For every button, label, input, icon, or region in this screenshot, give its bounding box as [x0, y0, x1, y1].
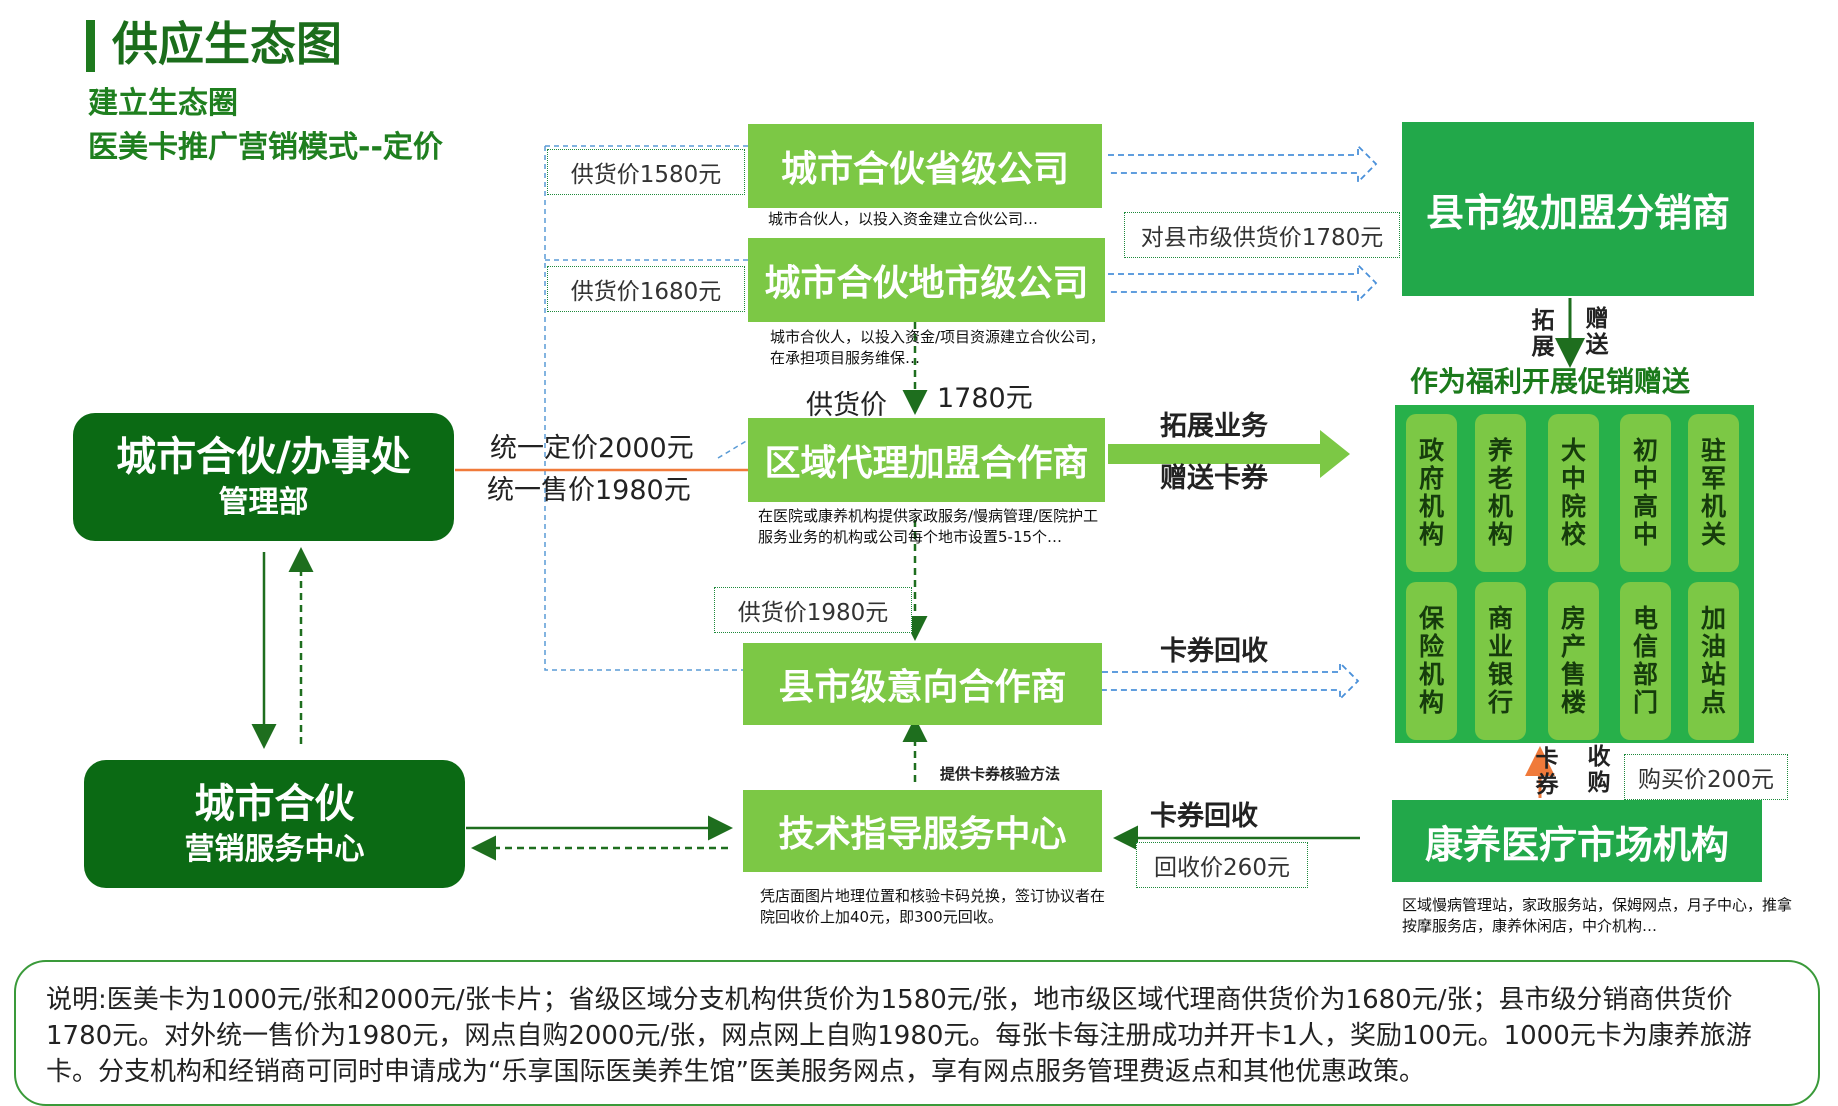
marketing-center-subtitle: 营销服务中心 — [184, 832, 365, 867]
provincial-company-note: 城市合伙人，以投入资金建立合伙公司… — [768, 210, 1039, 228]
regional-agent-node[interactable]: 区域代理加盟合作商 — [748, 418, 1105, 502]
marketing-center-title: 城市合伙 — [194, 781, 355, 827]
institution-insurance[interactable]: 保险机构 — [1406, 582, 1457, 740]
office-node-subtitle: 管理部 — [218, 485, 309, 520]
municipal-to-distributor-arrow — [1108, 262, 1378, 304]
price-box-1580: 供货价1580元 — [547, 149, 745, 195]
municipal-company-node[interactable]: 城市合伙地市级公司 — [748, 238, 1105, 322]
coupon-recycle-label-1: 卡券回收 — [1160, 636, 1268, 667]
price-box-1680: 供货价1680元 — [547, 266, 745, 312]
unified-sale-label: 统一售价1980元 — [487, 475, 691, 506]
description-box: 说明:医美卡为1000元/张和2000元/张卡片；省级区域分支机构供货价为158… — [14, 960, 1820, 1106]
county-partner-node[interactable]: 县市级意向合作商 — [743, 643, 1102, 725]
institution-real-estate[interactable]: 房产售楼 — [1548, 582, 1599, 740]
supply-bracket-line — [544, 146, 748, 671]
institution-schools[interactable]: 初中高中 — [1620, 414, 1671, 572]
institution-colleges[interactable]: 大中院校 — [1548, 414, 1599, 572]
provincial-company-node[interactable]: 城市合伙省级公司 — [748, 124, 1102, 208]
provincial-to-distributor-arrow — [1108, 143, 1378, 185]
agent-to-institutions-arrow — [1108, 430, 1350, 478]
price-box-1980: 供货价1980元 — [714, 587, 912, 633]
marketing-center-node[interactable]: 城市合伙 营销服务中心 — [84, 760, 465, 888]
county-to-institutions-arrow — [1102, 660, 1360, 702]
give-vertical-label: 赠送 — [1585, 306, 1609, 358]
institutions-title: 作为福利开展促销赠送 — [1410, 365, 1691, 398]
subtitle-ecosystem: 建立生态圈 — [88, 86, 238, 121]
institution-gas-stations[interactable]: 加油站点 — [1688, 582, 1739, 740]
institution-military[interactable]: 驻军机关 — [1688, 414, 1739, 572]
card-vertical-label: 卡券 — [1535, 746, 1559, 798]
recover-vertical-label: 收购 — [1587, 744, 1611, 796]
institution-telecom[interactable]: 电信部门 — [1620, 582, 1671, 740]
tech-center-note: 凭店面图片地理位置和核验卡码兑换，签订协议者在院回收价上加40元，即300元回收… — [760, 887, 1106, 926]
institution-government[interactable]: 政府机构 — [1406, 414, 1457, 572]
office-node[interactable]: 城市合伙/办事处 管理部 — [73, 413, 454, 541]
supply-price-word: 供货价 — [806, 390, 887, 421]
health-market-note: 区域慢病管理站，家政服务站，保姆网点，月子中心，推拿按摩服务店，康养休闲店，中介… — [1402, 896, 1793, 935]
give-coupons-label: 赠送卡券 — [1160, 463, 1268, 494]
regional-agent-note: 在医院或康养机构提供家政服务/慢病管理/医院护工服务业务的机构或公司每个地市设置… — [758, 507, 1099, 546]
office-node-title: 城市合伙/办事处 — [116, 434, 411, 480]
page-title: 供应生态图 — [112, 17, 342, 71]
verify-method-label: 提供卡券核验方法 — [940, 765, 1061, 783]
unified-price-label: 统一定价2000元 — [490, 433, 694, 464]
tech-center-node[interactable]: 技术指导服务中心 — [743, 790, 1102, 872]
coupon-recycle-label-2: 卡券回收 — [1150, 801, 1258, 832]
price-box-county-1780: 对县市级供货价1780元 — [1124, 212, 1400, 258]
institution-elderly-care[interactable]: 养老机构 — [1475, 414, 1526, 572]
municipal-company-note: 城市合伙人，以投入资金/项目资源建立合伙公司，在承担项目服务维保… — [770, 328, 1106, 367]
supply-price-value: 1780元 — [937, 383, 1033, 414]
county-distributor-node[interactable]: 县市级加盟分销商 — [1402, 122, 1754, 296]
expand-vertical-label: 拓展 — [1531, 308, 1555, 360]
health-market-node[interactable]: 康养医疗市场机构 — [1392, 800, 1762, 882]
price-box-buy-200: 购买价200元 — [1624, 754, 1788, 800]
expand-business-label: 拓展业务 — [1160, 411, 1268, 442]
institution-banks[interactable]: 商业银行 — [1475, 582, 1526, 740]
price-box-recycle-260: 回收价260元 — [1136, 842, 1308, 888]
subtitle-pricing-model: 医美卡推广营销模式--定价 — [88, 130, 443, 165]
title-accent-bar — [86, 20, 95, 72]
supply-bracket-line-4 — [717, 439, 749, 459]
